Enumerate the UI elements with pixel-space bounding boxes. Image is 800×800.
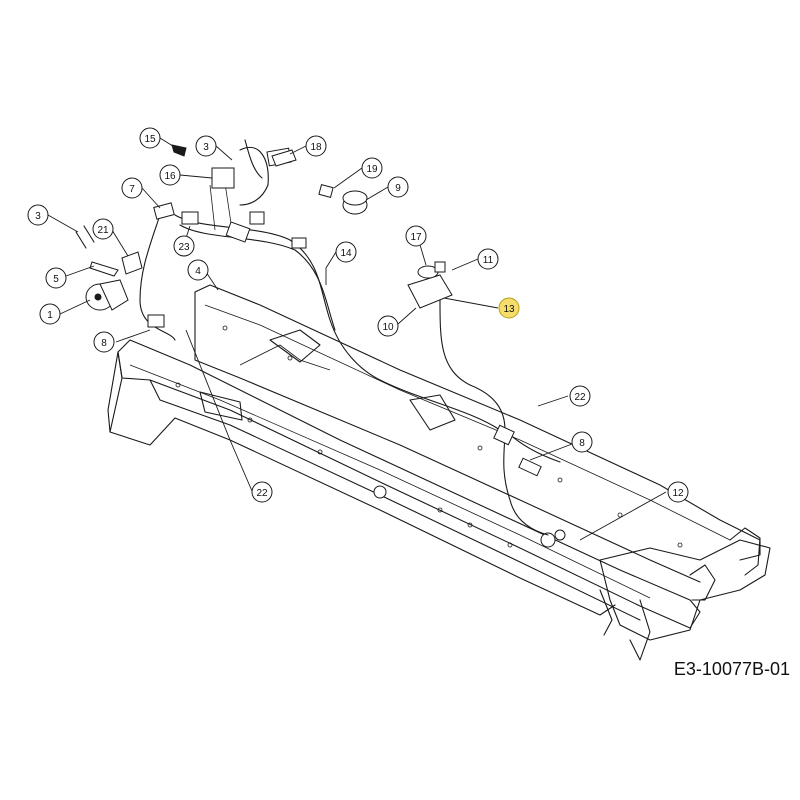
screws-3 (75, 225, 95, 249)
callout-14: 14 (335, 241, 357, 263)
callout-22b-label: 22 (256, 488, 268, 499)
callout-9-label: 9 (395, 183, 401, 194)
callout-11-label: 11 (483, 255, 494, 266)
callout-5-label: 5 (53, 274, 59, 285)
module-9 (342, 190, 368, 215)
callout-19: 19 (361, 157, 383, 179)
callout-3a: 3 (195, 135, 217, 157)
callout-8b: 8 (571, 431, 593, 453)
chassis-frame (107, 284, 771, 661)
wiring-harness (139, 139, 561, 536)
callout-3b-label: 3 (35, 211, 41, 222)
callout-7-label: 7 (129, 184, 135, 195)
callout-8a: 8 (93, 331, 115, 353)
callout-14-label: 14 (340, 248, 352, 259)
callout-10-label: 10 (382, 322, 394, 333)
callout-21-label: 21 (97, 225, 109, 236)
callout-15: 15 (139, 127, 161, 149)
callout-21: 21 (92, 218, 114, 240)
callouts: 15 3 18 16 19 7 9 3 21 23 14 17 11 4 5 1… (27, 127, 689, 503)
callout-23-label: 23 (178, 242, 190, 253)
callout-17: 17 (405, 225, 427, 247)
callout-18-label: 18 (310, 142, 322, 153)
ignition-switch-13 (407, 261, 453, 309)
frame-holes (175, 325, 683, 548)
callout-19-label: 19 (366, 164, 378, 175)
clip-19 (318, 184, 334, 198)
relay-21 (121, 251, 143, 275)
callout-16-label: 16 (164, 171, 176, 182)
callout-22a-label: 22 (574, 392, 586, 403)
callout-23: 23 (173, 235, 195, 257)
callout-18: 18 (305, 135, 327, 157)
callout-3a-label: 3 (203, 142, 209, 153)
starter-solenoid (85, 279, 129, 311)
callout-12: 12 (667, 481, 689, 503)
callout-8b-label: 8 (579, 438, 585, 449)
callout-13-label: 13 (503, 304, 515, 315)
callout-4-label: 4 (195, 266, 201, 277)
callout-22a: 22 (569, 385, 591, 407)
callout-10: 10 (377, 315, 399, 337)
leader-lines (47, 137, 667, 541)
callout-12-label: 12 (672, 488, 684, 499)
callout-7: 7 (121, 177, 143, 199)
callout-1-label: 1 (47, 310, 53, 321)
callout-4: 4 (187, 259, 209, 281)
callout-13: 13 (498, 297, 520, 319)
diagram-code: E3-10077B-01 (673, 659, 790, 679)
callout-16: 16 (159, 164, 181, 186)
callout-11: 11 (477, 248, 499, 270)
callout-1: 1 (39, 303, 61, 325)
callout-17-label: 17 (410, 232, 422, 243)
callout-9: 9 (387, 176, 409, 198)
callout-5: 5 (45, 267, 67, 289)
callout-8a-label: 8 (101, 338, 107, 349)
bracket-5 (89, 261, 119, 277)
callout-3b: 3 (27, 204, 49, 226)
callout-22b: 22 (251, 481, 273, 503)
callout-15-label: 15 (144, 134, 156, 145)
